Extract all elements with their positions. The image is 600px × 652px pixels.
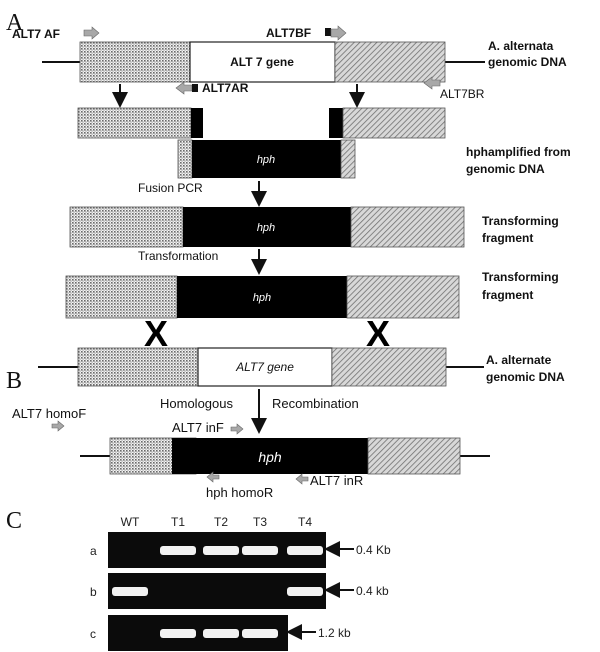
gel-band (203, 546, 239, 555)
transforming-fragment-2 (65, 275, 460, 319)
gel-band (203, 629, 239, 638)
transforming-fragment-2-label-line2: fragment (482, 288, 533, 302)
band-size-label: 0.4 Kb (356, 543, 391, 557)
crossover-right-icon: X (366, 313, 390, 354)
genomic-dna-label-1-line1: A. alternata (488, 39, 554, 53)
primer-homof-label: ALT7 homoF (12, 406, 86, 421)
recombinant-locus (80, 437, 490, 475)
gel-panel: WT T1 T2 T3 T4 a 0.4 Kb b 0.4 kb c 1.2 kb (90, 515, 391, 651)
lane-label-t4: T4 (298, 515, 312, 529)
primer-inf-arrow-icon (230, 423, 244, 435)
primer-inr-label: ALT7 inR (310, 473, 363, 488)
primer-inf-label: ALT7 inF (172, 420, 224, 435)
gel-band (160, 546, 196, 555)
genomic-dna-label-1-line2: genomic DNA (488, 55, 567, 69)
hph-amplicon (177, 139, 356, 179)
transforming-fragment-1-label-line1: Transforming (482, 214, 559, 228)
fusion-pcr-label: Fusion PCR (138, 181, 203, 195)
transformation-label: Transformation (138, 249, 218, 263)
hph-label: hph (253, 292, 271, 304)
lane-label-wt: WT (121, 515, 140, 529)
genomic-dna-construct-2 (38, 347, 484, 387)
homologous-label: Homologous (160, 396, 233, 411)
genomic-dna-label-2-line1: A. alternate (486, 353, 552, 367)
hph-amplified-label-line1: hphamplified from (466, 145, 571, 159)
primer-alt7-ar-arrow-icon (175, 81, 198, 95)
lane-label-t3: T3 (253, 515, 267, 529)
gel-row-label: b (90, 585, 97, 599)
primer-alt7-af-arrow-icon (83, 26, 100, 40)
gel-row-label: c (90, 627, 96, 641)
primer-alt7-br-label: ALT7BR (440, 87, 485, 101)
primer-alt7-af-label: ALT7 AF (12, 27, 60, 41)
alt7-gene-label: ALT 7 gene (230, 55, 294, 69)
primer-inr-arrow-icon (295, 473, 309, 485)
transforming-fragment-1-label-line2: fragment (482, 231, 533, 245)
gel-band (287, 587, 323, 596)
transforming-fragment-2-label-line1: Transforming (482, 270, 559, 284)
hph-amplified-label-line2: genomic DNA (466, 162, 545, 176)
primer-hph-homor-arrow-icon (206, 471, 220, 483)
primer-alt7-bf-arrow-icon (325, 25, 347, 41)
hph-label: hph (257, 222, 275, 234)
genomic-dna-construct (42, 41, 485, 83)
gel-band (160, 629, 196, 638)
lane-label-t2: T2 (214, 515, 228, 529)
crossover-left-icon: X (144, 313, 168, 354)
band-size-label: 0.4 kb (356, 584, 389, 598)
hph-label: hph (257, 154, 275, 166)
primer-homof-arrow-icon (51, 420, 65, 432)
band-size-label: 1.2 kb (318, 626, 351, 640)
panel-label-c: C (6, 508, 22, 534)
lane-label-t1: T1 (171, 515, 185, 529)
gel-row-label: a (90, 544, 97, 558)
hph-label: hph (258, 449, 282, 465)
transforming-fragment-1 (69, 206, 465, 248)
alt7-gene-label-2: ALT7 gene (235, 360, 294, 374)
primer-alt7-br-arrow-icon (423, 76, 441, 90)
primer-hph-homor-label: hph homoR (206, 485, 273, 500)
gel-band (242, 629, 278, 638)
panel-label-a: A (6, 10, 24, 36)
recombination-label: Recombination (272, 396, 359, 411)
primer-alt7-bf-label: ALT7BF (266, 26, 311, 40)
panel-label-b: B (6, 368, 22, 394)
gel-band (242, 546, 278, 555)
left-flank-fragment (77, 107, 203, 139)
right-flank-fragment (329, 107, 446, 139)
gel-band (112, 587, 148, 596)
gel-band (287, 546, 323, 555)
genomic-dna-label-2-line2: genomic DNA (486, 370, 565, 384)
primer-alt7-ar-label: ALT7AR (202, 81, 249, 95)
